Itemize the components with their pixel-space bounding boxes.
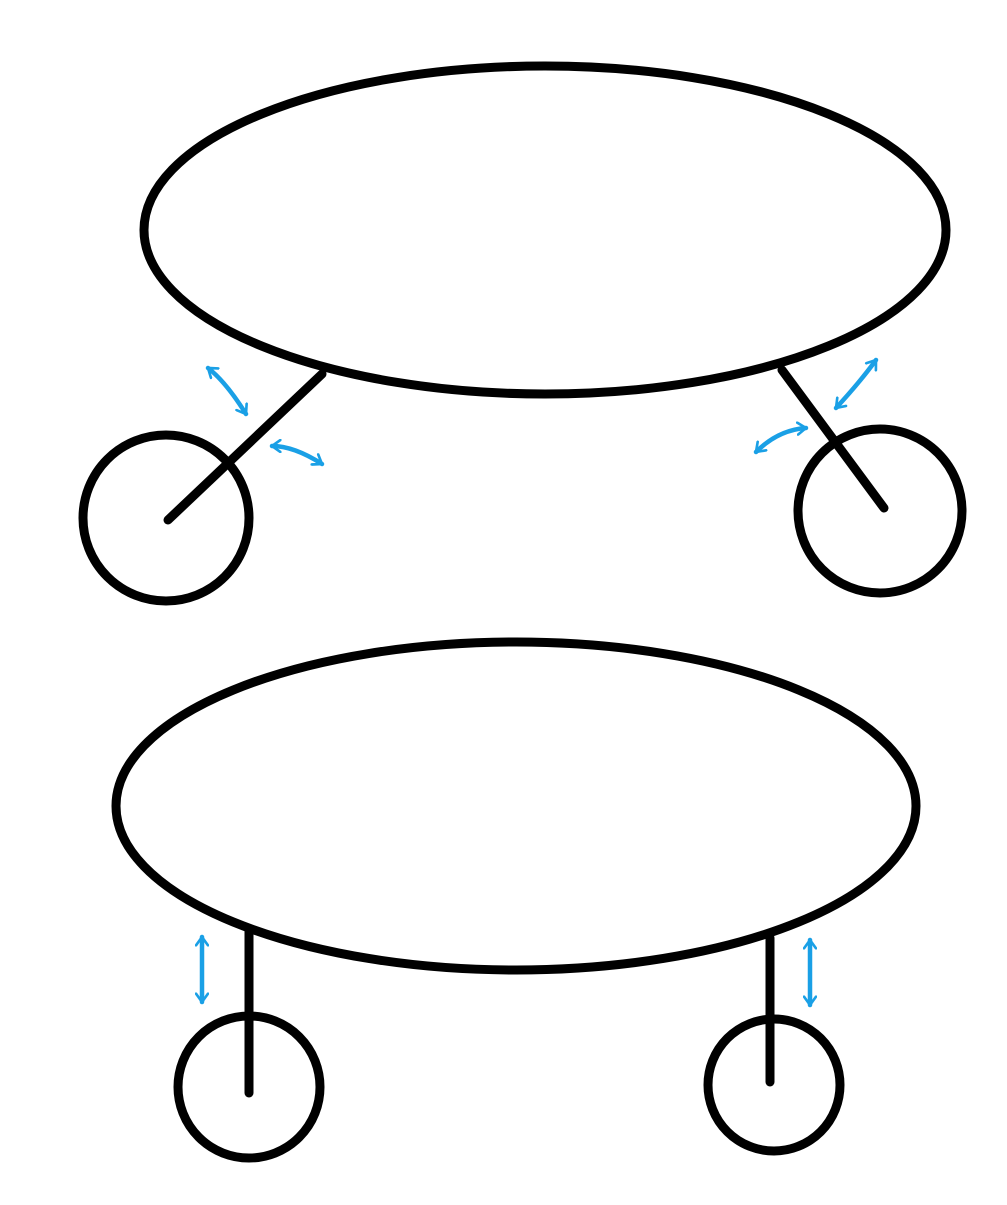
top-body-ellipse bbox=[139, 61, 951, 399]
top-right-lower-curved-arrow bbox=[753, 428, 809, 455]
bottom-body-ellipse bbox=[111, 637, 921, 975]
bottom-left-wheel bbox=[173, 1011, 325, 1163]
top-left-upper-curved-arrow bbox=[205, 365, 249, 417]
bottom-right-wheel bbox=[703, 1014, 845, 1156]
top-left-wheel bbox=[78, 430, 254, 606]
top-left-leg bbox=[163, 369, 327, 525]
top-left-lower-curved-arrow bbox=[269, 446, 325, 467]
top-right-wheel bbox=[793, 424, 967, 598]
figure-bottom bbox=[111, 637, 921, 1163]
figure-top bbox=[78, 61, 967, 606]
top-right-upper-curved-arrow bbox=[833, 357, 879, 411]
